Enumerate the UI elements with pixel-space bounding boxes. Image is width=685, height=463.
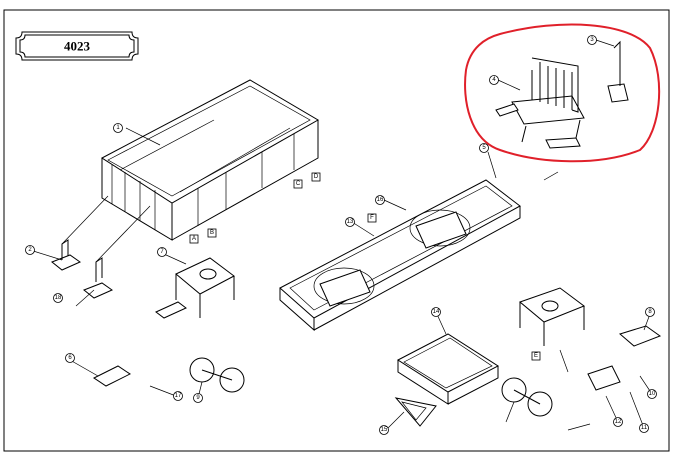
callout-9-label: 9 <box>196 395 200 401</box>
callout-18-label: 18 <box>55 295 62 301</box>
marker-b: B <box>207 228 217 238</box>
callout-15: 15 <box>379 425 389 435</box>
callout-16: 16 <box>375 195 385 205</box>
callout-7-label: 7 <box>160 249 164 255</box>
callout-9: 9 <box>193 393 203 403</box>
title-plate: 4023 <box>15 31 139 61</box>
callout-3-label: 3 <box>590 37 594 43</box>
marker-a-label: A <box>192 236 196 242</box>
callout-10-label: 10 <box>649 391 656 397</box>
bogie-right <box>501 287 662 417</box>
callout-17: 17 <box>173 391 183 401</box>
callout-4-label: 4 <box>492 77 496 83</box>
bogie-left <box>93 257 245 393</box>
callout-17-label: 17 <box>175 393 182 399</box>
callout-12-label: 12 <box>615 419 622 425</box>
marker-d: D <box>311 172 321 182</box>
callout-12: 12 <box>613 417 623 427</box>
callout-11-label: 11 <box>641 425 648 431</box>
callout-14-label: 14 <box>433 309 440 315</box>
page-border <box>3 9 670 452</box>
marker-d-label: D <box>314 174 319 180</box>
callout-6: 6 <box>65 353 75 363</box>
callout-18: 18 <box>53 293 63 303</box>
callout-14: 14 <box>431 307 441 317</box>
triangle-part <box>394 397 437 427</box>
marker-f: F <box>367 213 377 223</box>
title-text: 4023 <box>64 39 91 54</box>
marker-e-label: E <box>534 353 538 359</box>
callout-13: 13 <box>345 217 355 227</box>
marker-b-label: B <box>210 230 214 236</box>
callout-15-label: 15 <box>381 427 388 433</box>
flat-part <box>397 333 499 405</box>
callout-11: 11 <box>639 423 649 433</box>
callout-5-label: 5 <box>482 145 486 151</box>
callout-16-label: 16 <box>377 197 384 203</box>
marker-c: C <box>293 179 303 189</box>
callout-10: 10 <box>647 389 657 399</box>
callout-6-label: 6 <box>68 355 72 361</box>
callout-2: 2 <box>25 245 35 255</box>
marker-c-label: C <box>296 181 301 187</box>
highlight-outline <box>464 23 661 163</box>
marker-a: A <box>189 234 199 244</box>
rack-part <box>495 40 629 149</box>
marker-f-label: F <box>370 215 374 221</box>
callout-2-label: 2 <box>28 247 32 253</box>
callout-3: 3 <box>587 35 597 45</box>
body-part <box>101 79 319 241</box>
callout-8: 8 <box>645 307 655 317</box>
callout-1-label: 1 <box>116 125 120 131</box>
callout-8-label: 8 <box>648 309 652 315</box>
callout-7: 7 <box>157 247 167 257</box>
stake-part-left <box>51 195 151 299</box>
callout-5: 5 <box>479 143 489 153</box>
callout-1: 1 <box>113 123 123 133</box>
callout-13-label: 13 <box>347 219 354 225</box>
callout-4: 4 <box>489 75 499 85</box>
chassis-frame <box>279 179 521 332</box>
marker-e: E <box>531 351 541 361</box>
